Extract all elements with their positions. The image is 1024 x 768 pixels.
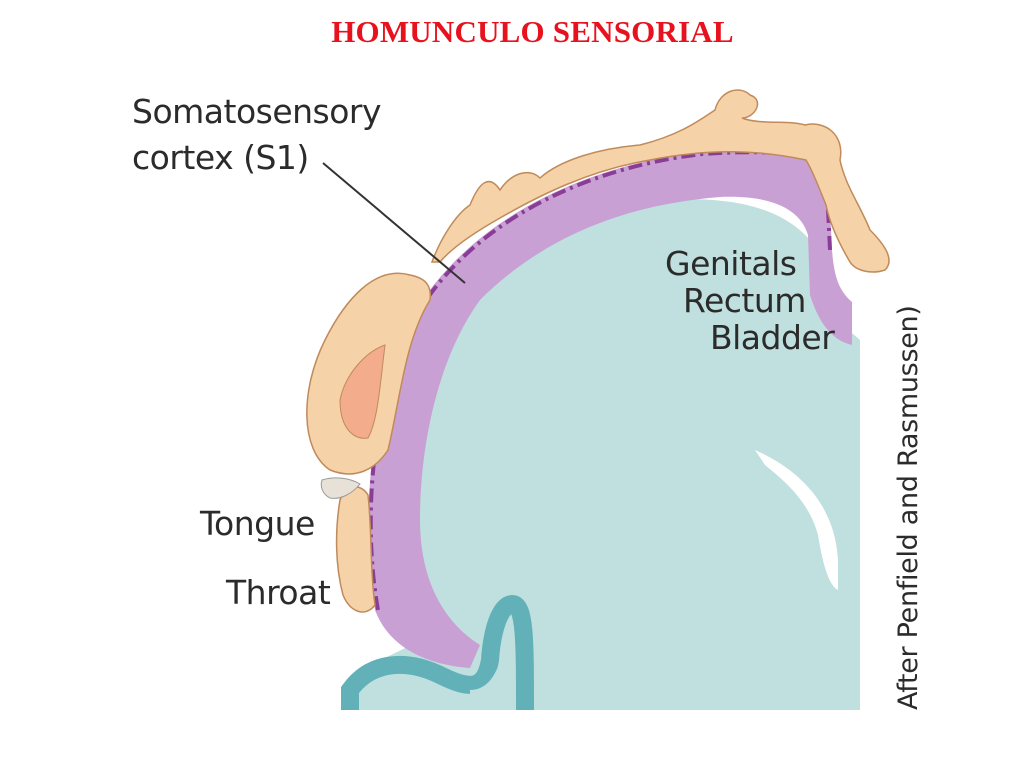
homunculus-throat — [335, 486, 376, 613]
label-throat: Throat — [226, 573, 331, 612]
homunculus-face — [339, 344, 386, 439]
brain-tissue — [345, 199, 860, 711]
temporal-gyrus — [341, 594, 534, 711]
ventricle-space — [755, 450, 838, 590]
temporal-gyrus-fill — [470, 640, 512, 710]
label-cortex-s1: cortex (S1) — [132, 138, 309, 177]
label-rectum: Rectum — [683, 281, 806, 320]
label-somatosensory: Somatosensory — [132, 92, 382, 131]
homunculus-hand — [430, 89, 890, 273]
source-credit: After Penfield and Rasmussen) — [893, 305, 924, 710]
cortex-band — [368, 150, 852, 669]
label-genitals: Genitals — [665, 244, 797, 283]
homunculus-tongue — [320, 477, 361, 499]
label-bladder: Bladder — [710, 318, 835, 357]
cortex-pointer-line — [322, 162, 466, 284]
slide-title: HOMUNCULO SENSORIAL — [331, 14, 734, 49]
label-tongue: Tongue — [200, 504, 315, 543]
